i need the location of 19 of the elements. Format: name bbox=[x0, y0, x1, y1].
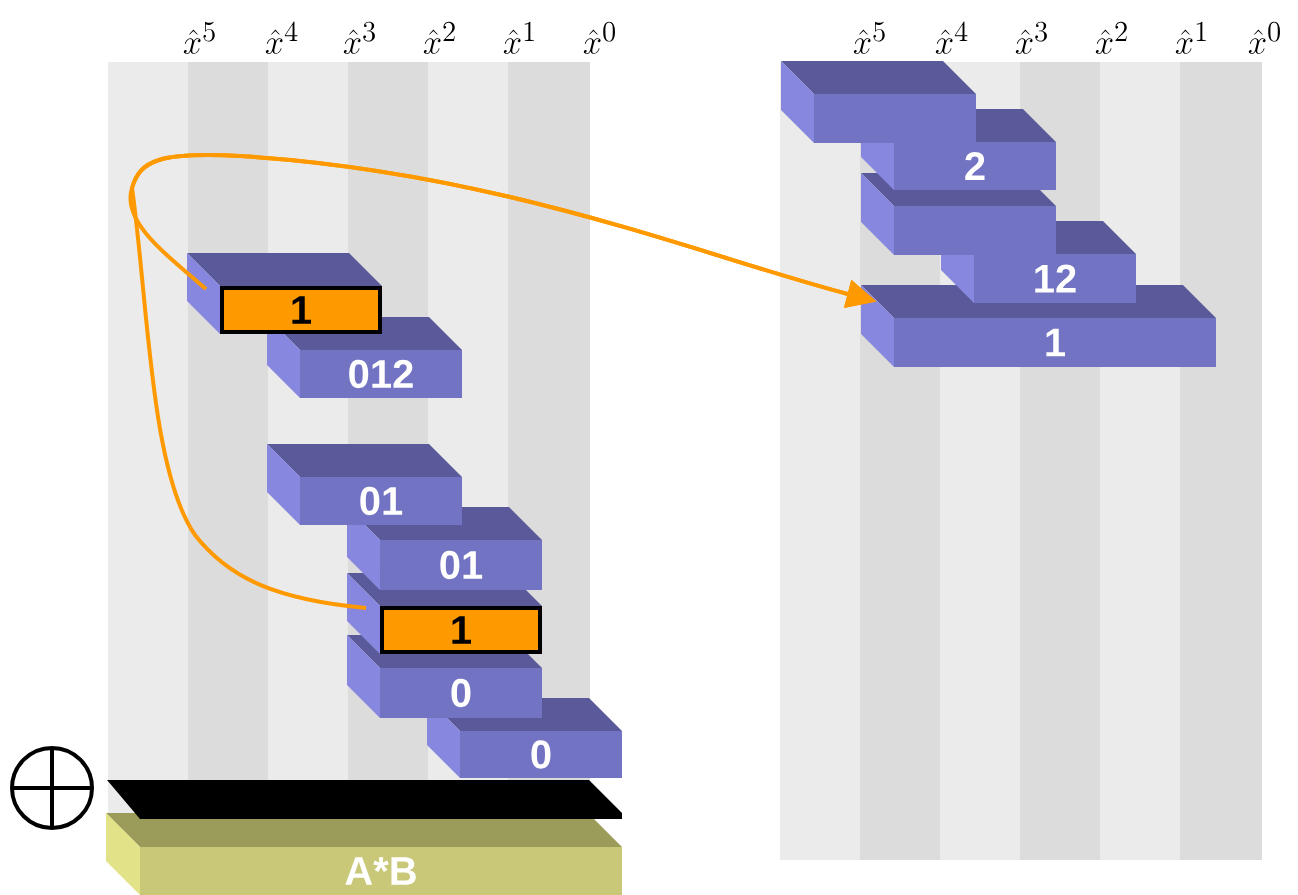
column-label: $\hat{x}^{2}$ bbox=[1095, 21, 1127, 54]
column-label: $\hat{x}^{0}$ bbox=[583, 21, 615, 54]
product-block: A*B bbox=[106, 813, 622, 895]
column-label: $\hat{x}^{3}$ bbox=[343, 21, 375, 54]
column-label: $\hat{x}^{5}$ bbox=[853, 21, 885, 54]
column-label: $\hat{x}^{0}$ bbox=[1248, 21, 1280, 54]
column-label: $\hat{x}^{4}$ bbox=[265, 21, 298, 54]
column-label: $\hat{x}^{5}$ bbox=[183, 21, 215, 54]
block bbox=[781, 61, 976, 143]
node-label: 2 bbox=[965, 152, 985, 180]
column-label: $\hat{x}^{3}$ bbox=[1015, 21, 1047, 54]
highlighted-block: 1 bbox=[187, 253, 382, 334]
column-label: $\hat{x}^{2}$ bbox=[423, 21, 455, 54]
plate bbox=[107, 780, 622, 819]
block: 01 bbox=[267, 444, 462, 525]
column-label: $\hat{x}^{1}$ bbox=[503, 21, 534, 54]
column-label: $\hat{x}^{1}$ bbox=[1175, 21, 1206, 54]
node-label: 0 bbox=[531, 740, 551, 769]
column-label: $\hat{x}^{4}$ bbox=[935, 21, 968, 54]
